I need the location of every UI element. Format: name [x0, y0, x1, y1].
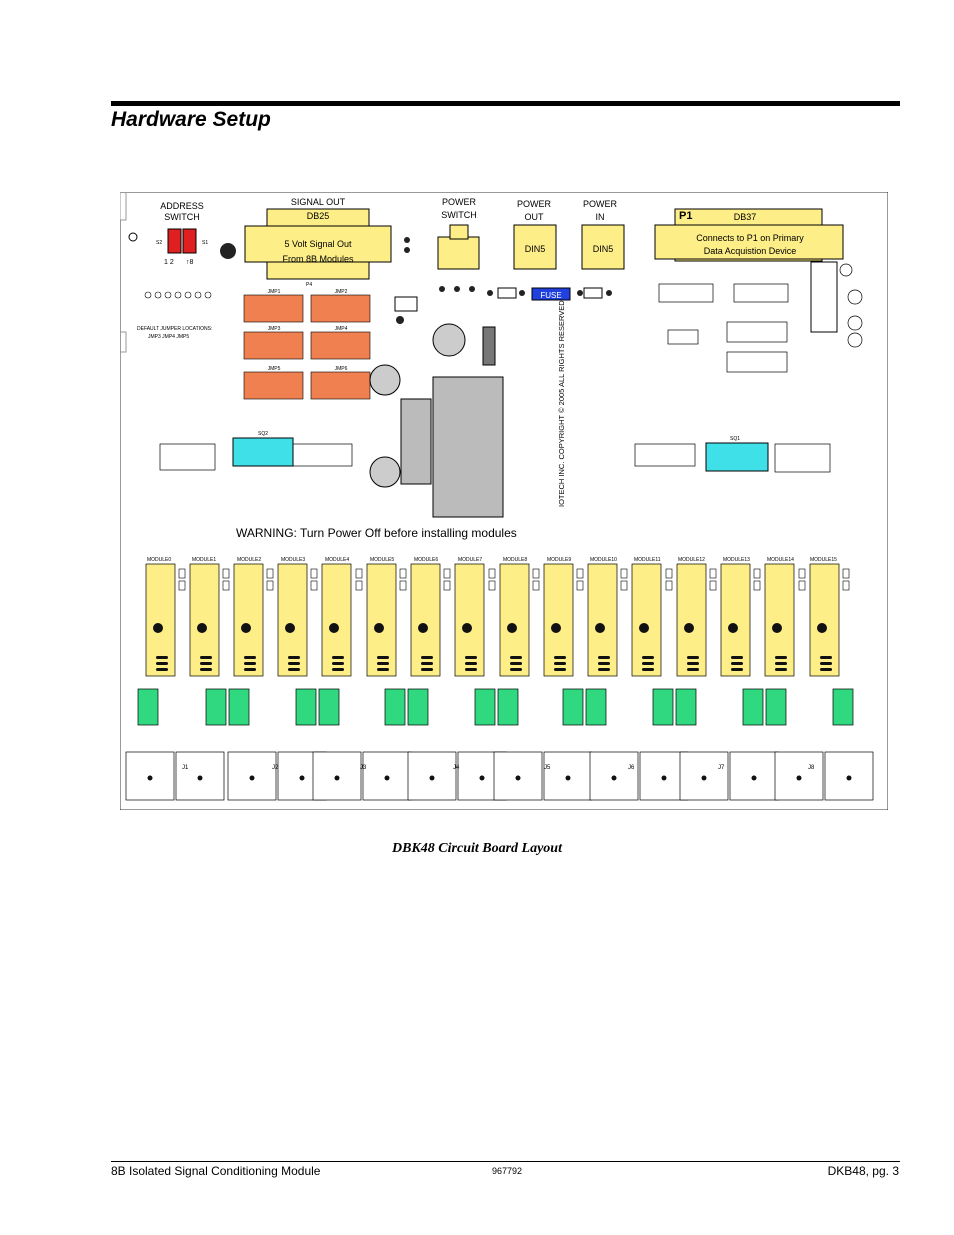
svg-text:DIN5: DIN5: [525, 244, 546, 254]
svg-text:MODULE7: MODULE7: [458, 557, 482, 563]
db37-label: DB37: [734, 212, 757, 222]
svg-text:MODULE3: MODULE3: [281, 557, 305, 563]
svg-text:MODULE9: MODULE9: [547, 557, 571, 563]
svg-text:SQ1: SQ1: [730, 436, 740, 442]
power-switch: [437, 236, 480, 270]
default-jumpers-1: DEFAULT JUMPER LOCATIONS:: [137, 326, 212, 332]
footer-left: 8B Isolated Signal Conditioning Module: [111, 1164, 321, 1178]
power-in-label-2: IN: [596, 212, 605, 222]
db25-label: DB25: [307, 211, 330, 221]
copyright-text: IOTECH INC. COPYRIGHT © 2005 ALL RIGHTS …: [557, 300, 566, 507]
fuse: [531, 287, 571, 301]
svg-text:J8: J8: [808, 765, 815, 771]
switch-s2: [167, 228, 182, 254]
jmp4: [310, 331, 371, 360]
jmp5: [243, 371, 304, 400]
sq2: [232, 437, 294, 467]
footer-rule: [111, 1161, 900, 1162]
jmp1: [243, 294, 304, 323]
jmp6: [310, 371, 371, 400]
svg-text:J7: J7: [718, 765, 725, 771]
svg-text:FUSE: FUSE: [540, 291, 561, 300]
figure-caption: DBK48 Circuit Board Layout: [392, 841, 562, 856]
warning-text: WARNING: Turn Power Off before installin…: [236, 526, 517, 540]
svg-text:J1: J1: [182, 765, 189, 771]
page-title: Hardware Setup: [111, 108, 271, 131]
svg-text:J2: J2: [272, 765, 279, 771]
din5-power-out: [513, 224, 557, 270]
svg-text:P4: P4: [306, 282, 312, 288]
power-out-label-1: POWER: [517, 199, 552, 209]
power-switch-label-1: POWER: [442, 197, 477, 207]
svg-text:MODULE12: MODULE12: [678, 557, 705, 563]
svg-text:JMP2: JMP2: [335, 289, 348, 295]
svg-text:MODULE4: MODULE4: [325, 557, 349, 563]
header-rule: [111, 101, 900, 106]
address-switch-label-2: SWITCH: [164, 212, 200, 222]
svg-text:S1: S1: [202, 240, 208, 246]
svg-text:J3: J3: [360, 765, 367, 771]
svg-text:JMP4: JMP4: [335, 326, 348, 332]
db37-desc-1: Connects to P1 on Primary: [696, 233, 804, 243]
svg-text:MODULE6: MODULE6: [414, 557, 438, 563]
svg-text:MODULE10: MODULE10: [590, 557, 617, 563]
svg-text:MODULE8: MODULE8: [503, 557, 527, 563]
db25-desc-2: From 8B Modules: [282, 254, 354, 264]
svg-text:MODULE11: MODULE11: [634, 557, 661, 563]
svg-text:MODULE2: MODULE2: [237, 557, 261, 563]
svg-text:MODULE15: MODULE15: [810, 557, 837, 563]
svg-text:MODULE13: MODULE13: [723, 557, 750, 563]
db37-desc-2: Data Acquistion Device: [704, 246, 797, 256]
default-jumpers-2: JMP3 JMP4 JMP5: [148, 334, 189, 340]
svg-text:1 2: 1 2: [164, 259, 174, 266]
svg-text:J4: J4: [453, 765, 460, 771]
address-switch-label-1: ADDRESS: [160, 201, 204, 211]
footer-right: DKB48, pg. 3: [827, 1164, 899, 1178]
p1-label: P1: [679, 210, 692, 222]
svg-text:J6: J6: [628, 765, 635, 771]
svg-text:S2: S2: [156, 240, 162, 246]
svg-text:MODULE5: MODULE5: [370, 557, 394, 563]
svg-text:MODULE14: MODULE14: [767, 557, 794, 563]
signal-out-label: SIGNAL OUT: [291, 197, 346, 207]
svg-text:JMP5: JMP5: [268, 366, 281, 372]
sq1: [705, 442, 769, 472]
svg-text:JMP3: JMP3: [268, 326, 281, 332]
green-components: [137, 688, 854, 726]
svg-text:DIN5: DIN5: [593, 244, 614, 254]
terminal-blocks: [125, 751, 874, 801]
svg-text:SQ2: SQ2: [258, 431, 268, 437]
svg-text:↑8: ↑8: [186, 259, 194, 266]
module-slots: MODULE0 MODULE1 MODULE2 MODULE3 MODULE4 …: [145, 557, 850, 677]
svg-text:JMP1: JMP1: [268, 289, 281, 295]
power-in-label-1: POWER: [583, 199, 618, 209]
svg-text:J5: J5: [544, 765, 551, 771]
svg-text:JMP6: JMP6: [335, 366, 348, 372]
circuit-board-figure: ADDRESS SWITCH S2 S1 1 2 ↑8 SIGNAL OUT DB2…: [120, 192, 888, 810]
switch-s1: [182, 228, 197, 254]
svg-text:MODULE1: MODULE1: [192, 557, 216, 563]
db25-desc-1: 5 Volt Signal Out: [284, 239, 352, 249]
power-switch-label-2: SWITCH: [441, 210, 477, 220]
din5-power-in: [581, 224, 625, 270]
jmp3: [243, 331, 304, 360]
jmp2: [310, 294, 371, 323]
power-out-label-2: OUT: [525, 212, 545, 222]
footer-center: 967792: [492, 1166, 523, 1176]
svg-text:MODULE0: MODULE0: [147, 557, 171, 563]
